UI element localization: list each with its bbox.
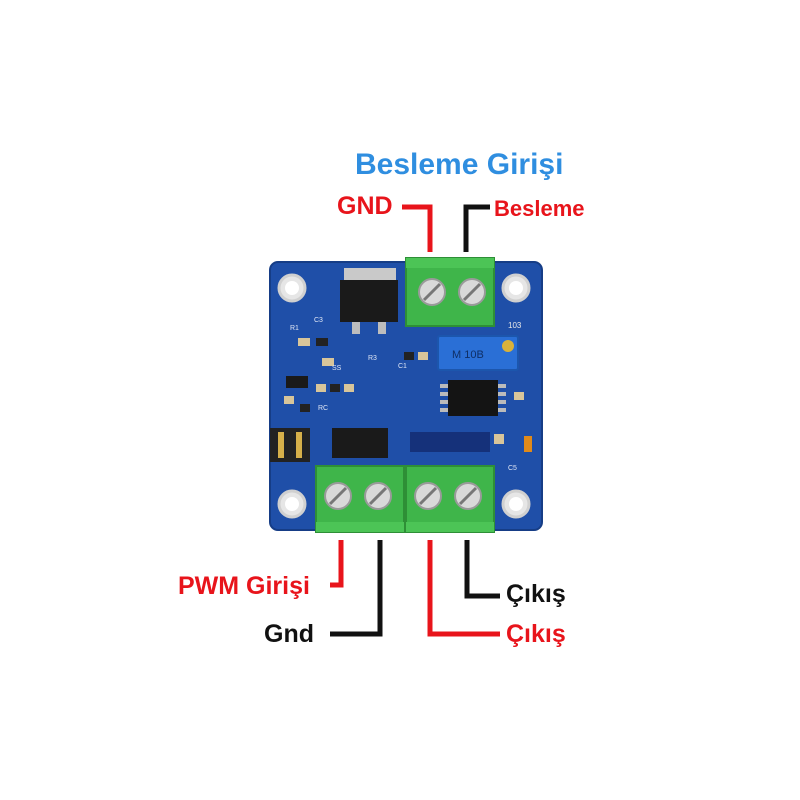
jumper-header	[270, 428, 310, 462]
pwm-input-label: PWM Girişi	[178, 572, 310, 600]
wire-supply	[463, 204, 490, 252]
pot-marking: 103	[508, 321, 522, 330]
output-black-label: Çıkış	[506, 580, 566, 608]
ic-chip	[440, 380, 506, 416]
component-label: R1	[290, 325, 299, 332]
component-label: C3	[314, 317, 323, 324]
chip-marking: M 10B	[452, 349, 484, 361]
component-label: C1	[398, 363, 407, 370]
pcb-board: 103 M 10B	[269, 261, 543, 531]
supply-input-title: Besleme Girişi	[355, 148, 564, 181]
wire-pwm-input	[330, 540, 344, 588]
gnd-bottom-label: Gnd	[264, 620, 314, 648]
silkscreen-labels: C3 R3 C1 SS RC C5 R1	[290, 317, 517, 472]
terminal-output	[405, 465, 495, 533]
voltage-regulator	[340, 268, 398, 334]
component-label: C5	[508, 465, 517, 472]
component-label: RC	[318, 405, 328, 412]
output-red-label: Çıkış	[506, 620, 566, 648]
optocoupler	[332, 428, 388, 458]
wire-gnd-top	[402, 204, 433, 252]
terminal-pwm	[315, 465, 405, 533]
terminal-supply	[405, 257, 495, 327]
smd-components	[284, 338, 532, 452]
wire-output-red	[427, 540, 500, 637]
component-label: SS	[332, 365, 342, 372]
leader-lines	[330, 204, 500, 637]
potentiometer: 103 M 10B	[437, 321, 522, 371]
component-label: R3	[368, 355, 377, 362]
wire-output-black	[464, 540, 500, 599]
supply-label: Besleme	[494, 196, 585, 221]
gnd-top-label: GND	[337, 192, 393, 220]
mounting-holes	[277, 273, 531, 519]
wire-gnd-bottom	[330, 540, 383, 637]
